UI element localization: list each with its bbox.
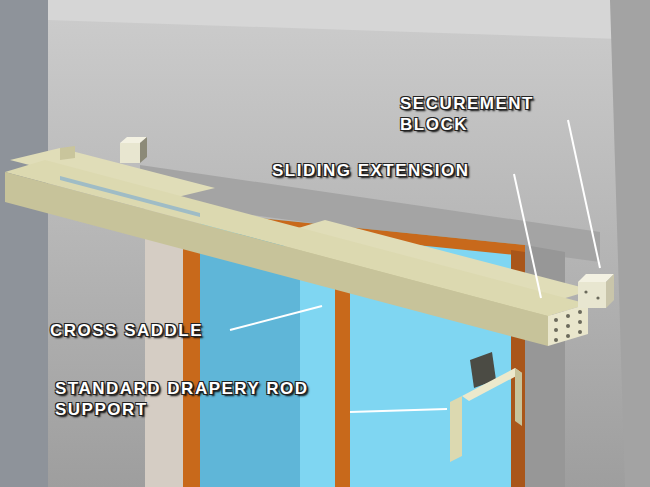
- drapery-rod-support: [462, 368, 522, 401]
- leader-lines: [230, 120, 600, 412]
- bolt-holes: [554, 310, 582, 342]
- saddle-end-plate: [548, 304, 588, 346]
- cross-saddle: [5, 172, 548, 346]
- securement-block: [120, 143, 140, 163]
- bolt-hole: [596, 296, 599, 299]
- drapery-rod-support: [450, 396, 462, 462]
- securement-block: [140, 137, 147, 163]
- drapery-rod-support: [515, 368, 522, 426]
- securement-block: [578, 282, 606, 308]
- upper-rail: [60, 146, 75, 160]
- part-label: STANDARD DRAPERY ROD SUPPORT: [55, 378, 355, 420]
- part-label: SECUREMENT BLOCK: [400, 93, 570, 135]
- securement-block: [606, 274, 614, 308]
- cross-saddle: [5, 160, 588, 316]
- part-label: CROSS SADDLE: [50, 320, 203, 341]
- wall-corner: [610, 0, 650, 487]
- ceiling-band: [48, 0, 650, 40]
- window-frame: [183, 228, 200, 487]
- bolt-hole: [584, 290, 587, 293]
- wall-pillar: [0, 0, 48, 487]
- part-label: SLIDING EXTENSION: [272, 160, 469, 181]
